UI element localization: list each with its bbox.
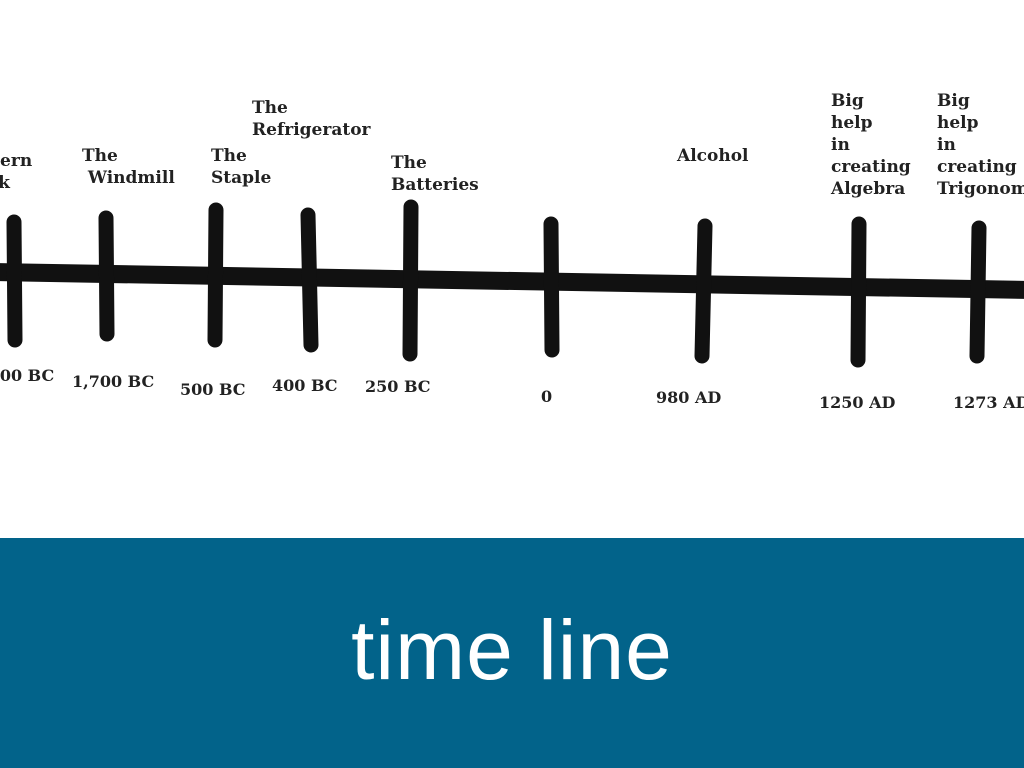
timeline-axis <box>0 263 1024 299</box>
slide-title: time line <box>351 603 673 697</box>
tick-mark <box>207 202 224 348</box>
event-date: 250 BC <box>365 377 431 396</box>
tick-mark <box>98 210 115 342</box>
event-date: 980 AD <box>656 388 722 407</box>
tick-mark <box>543 216 560 358</box>
event-label: Big help in creating Trigonometry <box>937 91 1024 199</box>
event-label: Alcohol <box>677 146 749 166</box>
event-label: Big help in creating Algebra <box>831 91 911 199</box>
event-date: 400 BC <box>272 376 338 395</box>
title-banner <box>0 538 1024 768</box>
event-date: 1250 AD <box>819 393 896 412</box>
tick-mark <box>694 218 713 364</box>
event-label: The Staple <box>211 146 272 188</box>
event-label: The Refrigerator <box>252 98 371 140</box>
tick-mark <box>6 214 23 348</box>
event-date: 1273 AD <box>953 393 1024 412</box>
event-label: The Windmill <box>82 146 175 188</box>
event-date: 500 BC <box>180 380 246 399</box>
timeline-image: The Modern Brick The Windmill The Staple… <box>0 91 1024 412</box>
tick-mark <box>850 216 867 368</box>
event-label: The Modern Brick <box>0 151 33 193</box>
event-label: The Batteries <box>391 153 479 195</box>
timeline-graphic <box>0 199 1024 368</box>
tick-mark <box>300 207 319 353</box>
tick-mark <box>969 220 987 364</box>
tick-mark <box>402 199 419 362</box>
event-date: 0 <box>541 387 553 406</box>
event-date: 3,000 BC <box>0 366 55 385</box>
event-date: 1,700 BC <box>72 372 155 391</box>
